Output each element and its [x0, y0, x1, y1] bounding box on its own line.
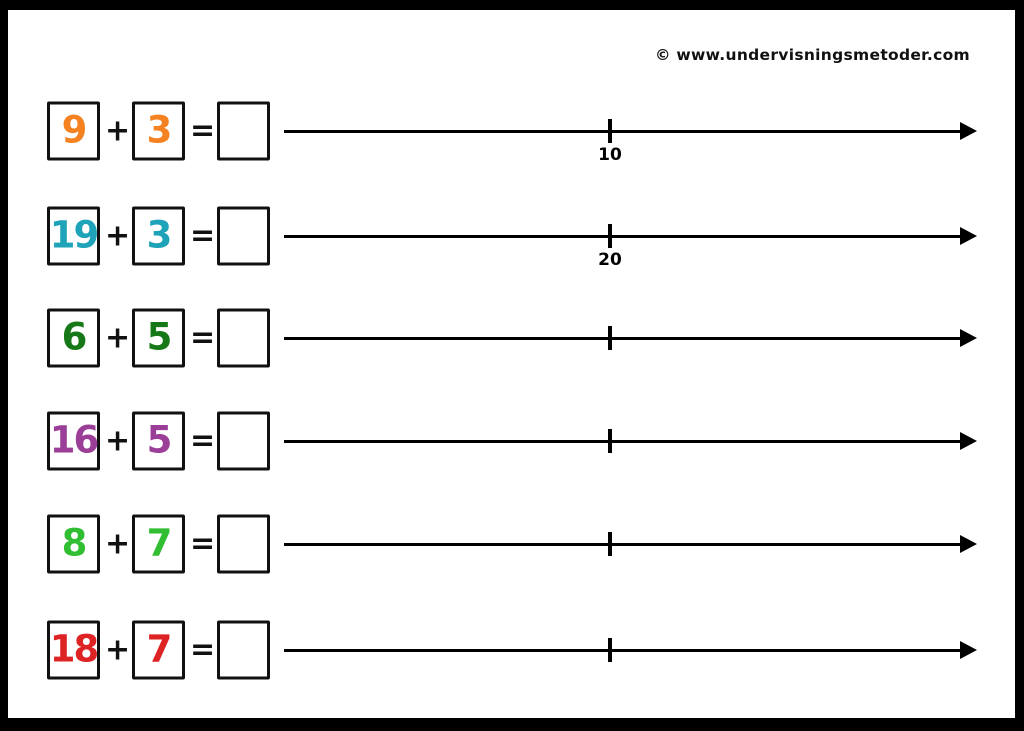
- number-line-shaft: [284, 648, 966, 652]
- answer-box[interactable]: [217, 514, 270, 574]
- addend-a-value: 8: [61, 521, 88, 565]
- addend-b-value: 7: [146, 521, 173, 565]
- equation: 18 + 7 =: [47, 620, 270, 680]
- answer-box[interactable]: [217, 206, 270, 266]
- number-line-shaft: [284, 234, 966, 238]
- arrowhead-icon: [960, 122, 977, 140]
- answer-box[interactable]: [217, 101, 270, 161]
- plus-operator: +: [105, 113, 131, 148]
- number-line-shaft: [284, 129, 966, 133]
- equation: 8 + 7 =: [47, 514, 270, 574]
- arrowhead-icon: [960, 432, 977, 450]
- arrowhead-icon: [960, 227, 977, 245]
- plus-operator: +: [105, 218, 131, 253]
- addend-a-box: 19: [47, 206, 100, 266]
- arrowhead-icon: [960, 641, 977, 659]
- number-line-shaft: [284, 542, 966, 546]
- addend-a-box: 16: [47, 411, 100, 471]
- equals-sign: =: [190, 526, 216, 561]
- addend-a-value: 19: [49, 213, 99, 257]
- addend-a-value: 18: [49, 627, 99, 671]
- addend-a-box: 6: [47, 308, 100, 368]
- addend-b-value: 7: [146, 627, 173, 671]
- copyright-watermark: © www.undervisningsmetoder.com: [654, 46, 970, 64]
- addend-b-box: 3: [132, 101, 185, 161]
- plus-operator: +: [105, 632, 131, 667]
- arrowhead-icon: [960, 535, 977, 553]
- number-line-shaft: [284, 336, 966, 340]
- equals-sign: =: [190, 632, 216, 667]
- tick-mark: [608, 326, 612, 350]
- tick-label: 10: [598, 145, 622, 165]
- addend-b-value: 3: [146, 108, 173, 152]
- plus-operator: +: [105, 320, 131, 355]
- answer-box[interactable]: [217, 411, 270, 471]
- addend-a-box: 9: [47, 101, 100, 161]
- equation: 16 + 5 =: [47, 411, 270, 471]
- number-line-shaft: [284, 439, 966, 443]
- addend-a-box: 8: [47, 514, 100, 574]
- equals-sign: =: [190, 320, 216, 355]
- addend-b-box: 3: [132, 206, 185, 266]
- tick-label: 20: [598, 250, 622, 270]
- answer-box[interactable]: [217, 620, 270, 680]
- tick-mark: [608, 532, 612, 556]
- addend-a-box: 18: [47, 620, 100, 680]
- addend-b-box: 5: [132, 308, 185, 368]
- tick-mark: [608, 224, 612, 248]
- tick-mark: [608, 119, 612, 143]
- equals-sign: =: [190, 218, 216, 253]
- equation: 6 + 5 =: [47, 308, 270, 368]
- addend-a-value: 6: [61, 315, 88, 359]
- answer-box[interactable]: [217, 308, 270, 368]
- addend-b-value: 5: [146, 418, 173, 462]
- equals-sign: =: [190, 423, 216, 458]
- arrowhead-icon: [960, 329, 977, 347]
- addend-b-box: 7: [132, 514, 185, 574]
- addend-a-value: 16: [49, 418, 99, 462]
- plus-operator: +: [105, 423, 131, 458]
- equals-sign: =: [190, 113, 216, 148]
- addend-b-value: 3: [146, 213, 173, 257]
- addend-b-value: 5: [146, 315, 173, 359]
- addend-a-value: 9: [61, 108, 88, 152]
- tick-mark: [608, 429, 612, 453]
- addend-b-box: 7: [132, 620, 185, 680]
- plus-operator: +: [105, 526, 131, 561]
- tick-mark: [608, 638, 612, 662]
- equation: 19 + 3 =: [47, 206, 270, 266]
- addend-b-box: 5: [132, 411, 185, 471]
- equation: 9 + 3 =: [47, 101, 270, 161]
